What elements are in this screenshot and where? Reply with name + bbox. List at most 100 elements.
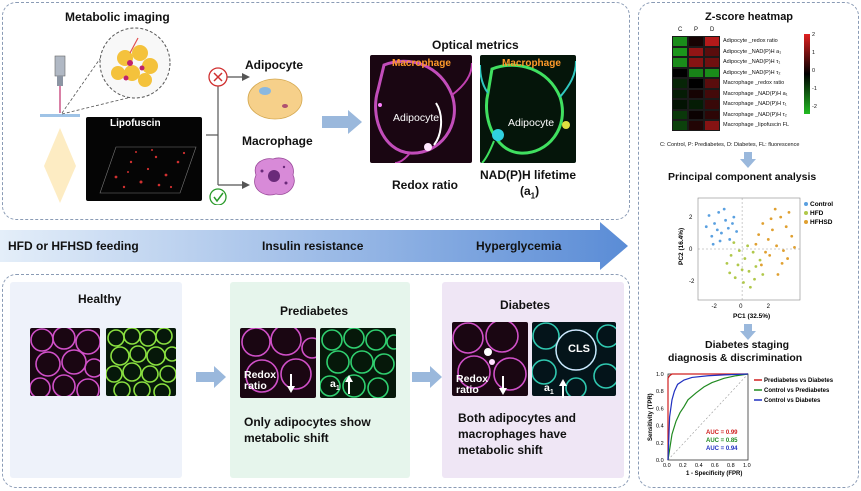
pca-ytick-label: 0 bbox=[689, 247, 693, 253]
pca-point bbox=[751, 250, 755, 254]
pca-point bbox=[757, 233, 761, 237]
roc-ytick-label: 0.2 bbox=[656, 441, 664, 447]
pca-point bbox=[782, 249, 785, 252]
pca-point bbox=[758, 258, 762, 262]
pca-point bbox=[731, 222, 734, 225]
macrophage-label: Macrophage bbox=[242, 134, 313, 148]
roc-xtick-label: 0.4 bbox=[695, 463, 703, 469]
heatmap-row-label: Adipocyte _NAD(P)H τ₂ bbox=[723, 69, 781, 76]
heatmap-cell bbox=[688, 99, 704, 110]
healthy-to-prediabetes-arrow bbox=[196, 366, 226, 388]
heatmap-title: Z-score heatmap bbox=[705, 11, 794, 23]
roc-legend-label: Prediabetes vs Diabetes bbox=[764, 378, 834, 384]
lipofuscin-image bbox=[86, 117, 202, 201]
pca-legend-label: Control bbox=[810, 201, 833, 208]
pca-point bbox=[776, 273, 780, 276]
cls-label: CLS bbox=[568, 343, 590, 355]
roc-series-line bbox=[667, 373, 748, 460]
roc-xtick-label: 0.8 bbox=[727, 463, 735, 469]
heatmap-cell bbox=[688, 46, 704, 57]
band-label-feeding: HFD or HFHSD feeding bbox=[8, 239, 139, 253]
pca-point bbox=[720, 231, 723, 235]
pca-legend-label: HFHSD bbox=[810, 219, 833, 226]
staging-title-line1: Diabetes staging bbox=[705, 339, 790, 351]
magnified-tissue-circle bbox=[99, 27, 171, 99]
roc-xlabel: 1 - Specificity (FPR) bbox=[686, 471, 742, 477]
prediabetes-a-letter: a bbox=[330, 378, 336, 390]
heatmap-col-label: C bbox=[678, 27, 683, 33]
pca-point bbox=[713, 222, 716, 225]
colorbar-tick: -1 bbox=[812, 86, 817, 92]
prediabetes-a1-up-arrow bbox=[345, 375, 353, 394]
pca-legend-marker bbox=[804, 202, 808, 206]
roc-xtick-label: 0.6 bbox=[711, 463, 719, 469]
bottom-panel bbox=[2, 274, 630, 488]
lipofuscin-label: Lipofuscin bbox=[110, 118, 161, 129]
heatmap-col-label: P bbox=[694, 27, 699, 33]
down-arrow-2 bbox=[740, 324, 756, 340]
roc-auc-label: AUC = 0.94 bbox=[706, 446, 738, 452]
heatmap-row-label: Macrophage _NAD(P)H τ₁ bbox=[723, 101, 787, 107]
pca-point bbox=[704, 225, 708, 229]
lipofuscin-3d-render bbox=[99, 146, 197, 194]
adipocyte-cell-icon bbox=[247, 78, 303, 120]
heatmap-cell bbox=[688, 57, 704, 68]
heatmap-cell bbox=[688, 120, 704, 131]
optical-arrow bbox=[322, 110, 362, 134]
diabetes-a-sub: 1 bbox=[549, 389, 554, 397]
pca-point bbox=[773, 207, 777, 211]
prediabetes-description: Only adipocytes show metabolic shift bbox=[244, 415, 371, 445]
pca-point bbox=[742, 281, 745, 284]
roc-ytick-label: 0.0 bbox=[656, 458, 664, 464]
heatmap-col-label: D bbox=[710, 27, 715, 33]
pca-point bbox=[766, 238, 770, 241]
prediabetes-a1-text: a1 bbox=[330, 378, 340, 392]
nadph-lifetime-label: NAD(P)H lifetime bbox=[480, 168, 577, 182]
prediabetes-redox-down-arrow bbox=[287, 374, 295, 393]
pca-point bbox=[764, 250, 767, 254]
roc-series-line bbox=[667, 373, 749, 461]
heatmap-cell bbox=[704, 46, 720, 57]
pca-ylabel: PC2 (16.4%) bbox=[678, 228, 685, 265]
optical-metrics-title: Optical metrics bbox=[432, 38, 519, 52]
pca-ytick-label: 2 bbox=[689, 215, 693, 221]
pca-legend-marker bbox=[804, 220, 808, 224]
pca-point bbox=[779, 215, 783, 219]
pca-point bbox=[710, 234, 714, 238]
pca-ytick-label: -2 bbox=[689, 279, 695, 285]
check-icon bbox=[209, 188, 227, 205]
heatmap-cell bbox=[704, 88, 720, 99]
adipocyte-cluster-icon bbox=[111, 37, 158, 87]
pca-point bbox=[743, 257, 747, 260]
roc-ylabel: Sensitivity (TPR) bbox=[648, 393, 654, 441]
macrophage-cell-icon bbox=[254, 157, 295, 196]
heatmap-cell bbox=[672, 88, 688, 99]
a1-close: ) bbox=[535, 184, 540, 198]
pca-plot-area bbox=[697, 197, 801, 301]
nadph-lifetime-image bbox=[480, 55, 576, 163]
heatmap-cell bbox=[704, 67, 720, 78]
staging-title-line2: diagnosis & discrimination bbox=[668, 352, 803, 364]
diabetes-ratio-word: ratio bbox=[456, 384, 479, 396]
a1-sub: 1 bbox=[530, 191, 536, 201]
colorbar-tick: 2 bbox=[812, 32, 816, 38]
pca-point bbox=[726, 226, 730, 230]
heatmap-cell bbox=[688, 36, 704, 47]
heatmap-cell bbox=[704, 78, 720, 89]
adipocyte-label: Adipocyte bbox=[245, 58, 304, 72]
roc-ytick-label: 1.0 bbox=[656, 372, 664, 378]
pca-point bbox=[737, 249, 741, 252]
progression-arrow-band bbox=[0, 222, 628, 270]
pca-point bbox=[748, 285, 752, 289]
heatmap-cell bbox=[704, 57, 720, 68]
heatmap-row-label: Adipocyte _NAD(P)H τ₁ bbox=[723, 59, 781, 65]
pca-point bbox=[740, 268, 744, 272]
heatmap-row-label: Macrophage _NAD(P)H a₁ bbox=[723, 90, 788, 97]
roc-ytick-label: 0.4 bbox=[656, 424, 664, 430]
down-arrow-1 bbox=[740, 152, 756, 168]
pca-point bbox=[790, 234, 794, 238]
redox-ratio-label: Redox ratio bbox=[392, 178, 459, 192]
prediabetes-a-sub: 1 bbox=[335, 385, 340, 393]
pca-point bbox=[722, 207, 726, 211]
